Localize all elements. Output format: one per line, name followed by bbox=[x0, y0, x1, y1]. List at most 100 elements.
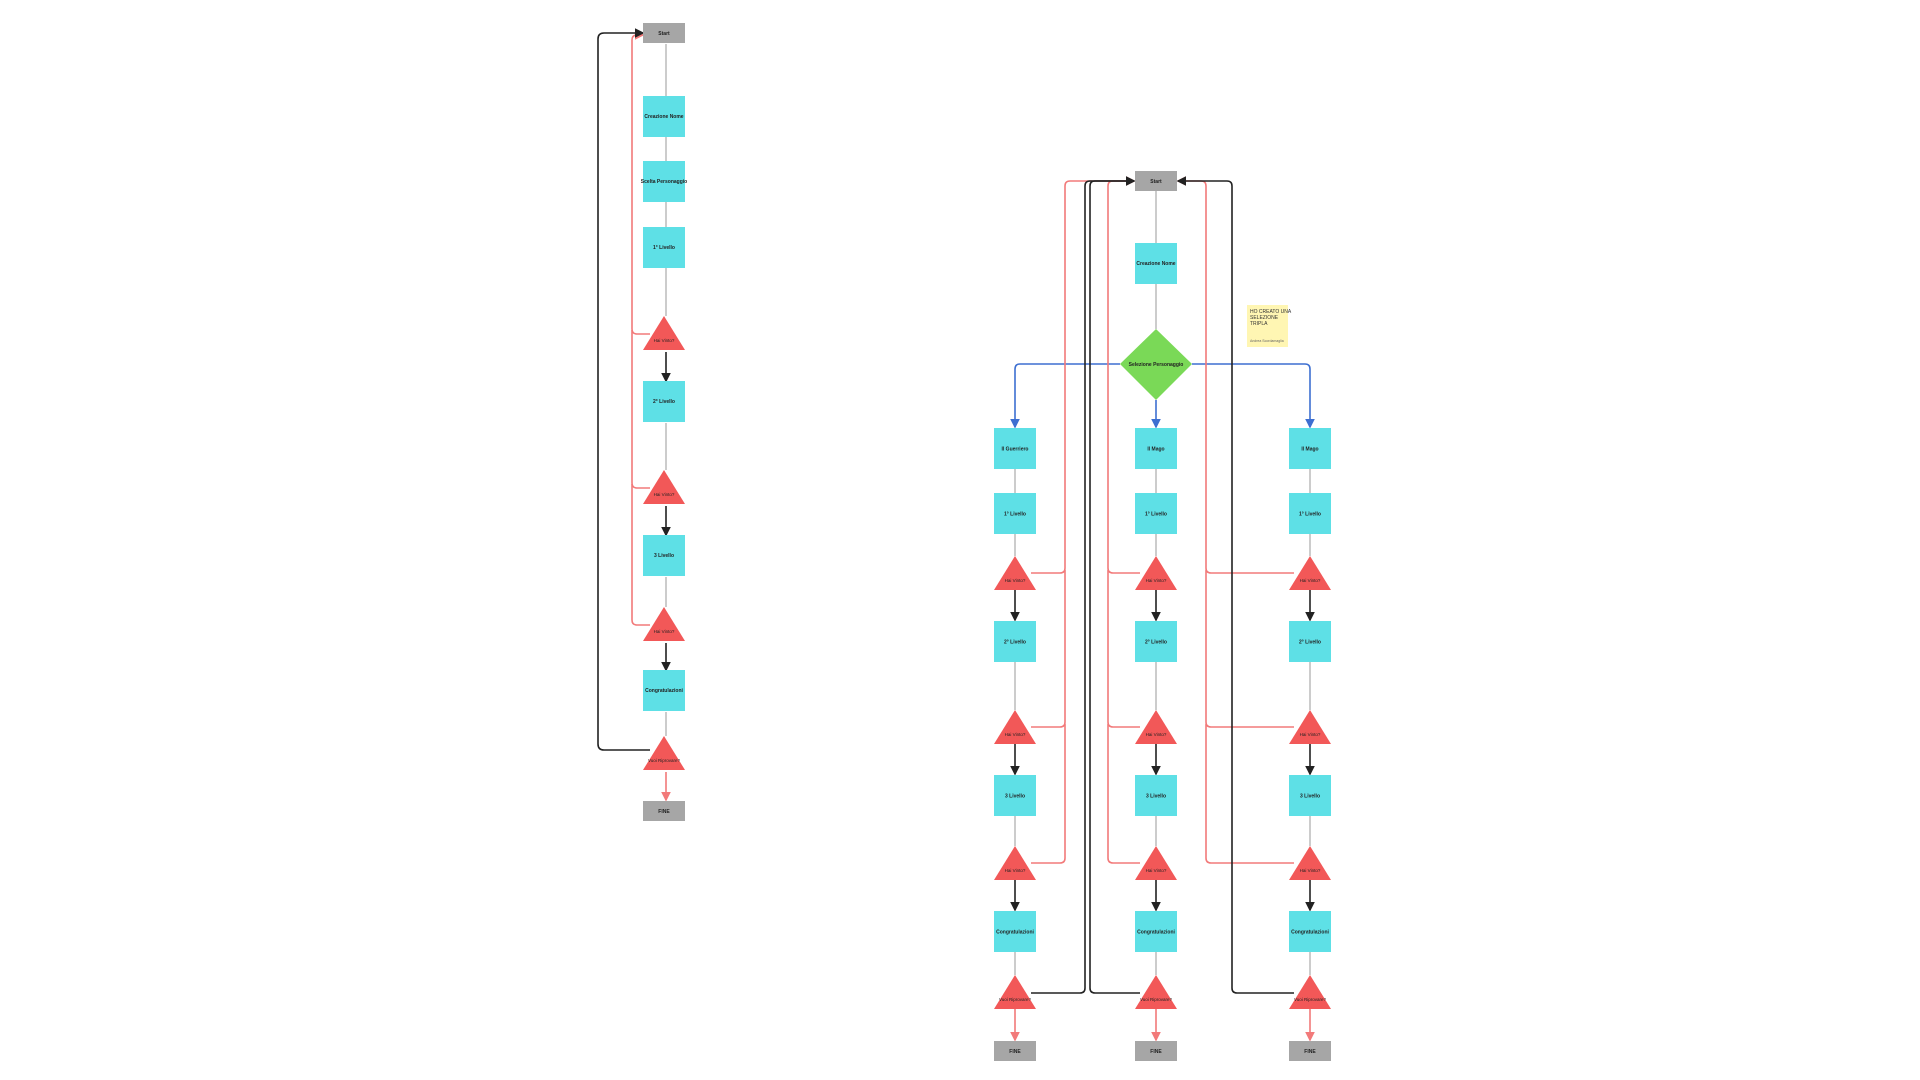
edge bbox=[1010, 363, 1120, 429]
right-flow-edges bbox=[1010, 191, 1315, 429]
decision-node-q3-label: Hai Vinto? bbox=[1005, 868, 1026, 873]
congrats-node-label: Congratulazioni bbox=[1137, 930, 1175, 936]
diamond-label: Selezione Personaggio bbox=[1129, 362, 1184, 368]
process-node-level2[interactable]: 2° Livello bbox=[643, 381, 685, 422]
process-node-level3[interactable]: 3 Livello bbox=[643, 535, 685, 576]
edge bbox=[1089, 176, 1140, 994]
decision-node-q1-label: Hai Vinto? bbox=[1300, 578, 1321, 583]
decision-label: Hai Vinto? bbox=[654, 492, 675, 497]
level2-node[interactable]: 2° Livello bbox=[1289, 621, 1331, 662]
level3-node[interactable]: 3 Livello bbox=[1135, 775, 1177, 816]
process-node-name[interactable]: Creazione Nome bbox=[643, 96, 685, 137]
congrats-node[interactable]: Congratulazioni bbox=[1135, 911, 1177, 952]
edge bbox=[1176, 176, 1294, 574]
level3-node-label: 3 Livello bbox=[1005, 794, 1025, 800]
decision-node-restart-label: Vuoi Riprovare? bbox=[1140, 997, 1173, 1002]
level2-node-label: 2° Livello bbox=[1004, 640, 1026, 646]
decision-node-q3[interactable]: Hai Vinto? bbox=[1289, 846, 1331, 880]
level3-node[interactable]: 3 Livello bbox=[994, 775, 1036, 816]
level2-node-label: 2° Livello bbox=[1145, 640, 1167, 646]
process-node-congrats[interactable]: Congratulazioni bbox=[643, 670, 685, 711]
decision-node-q2-label: Hai Vinto? bbox=[1300, 732, 1321, 737]
level1-node[interactable]: 1° Livello bbox=[994, 493, 1036, 534]
start-node[interactable]: Start bbox=[643, 23, 685, 43]
decision-node-restart[interactable]: Vuoi Riprovare? bbox=[1289, 975, 1331, 1009]
sticky-line-2: SELEZIONE bbox=[1250, 315, 1279, 321]
sticky-note[interactable]: HO CREATO UNA SELEZIONE TRIPLA Andrea Sc… bbox=[1247, 305, 1292, 347]
decision-node-q2[interactable]: Hai Vinto? bbox=[994, 710, 1036, 744]
decision-node-q3-label: Hai Vinto? bbox=[1300, 868, 1321, 873]
edge bbox=[1031, 176, 1136, 574]
congrats-node[interactable]: Congratulazioni bbox=[994, 911, 1036, 952]
process-node-level1[interactable]: 1° Livello bbox=[643, 227, 685, 268]
decision-node-q2[interactable]: Hai Vinto? bbox=[643, 470, 685, 504]
level1-node-label: 1° Livello bbox=[1145, 512, 1167, 518]
decision-node-q3[interactable]: Hai Vinto? bbox=[1135, 846, 1177, 880]
level1-node[interactable]: 1° Livello bbox=[1289, 493, 1331, 534]
level3-node-label: 3 Livello bbox=[1146, 794, 1166, 800]
process-node-name[interactable]: Creazione Nome bbox=[1135, 243, 1177, 284]
edge bbox=[631, 30, 650, 335]
start-node[interactable]: Start bbox=[1135, 171, 1177, 191]
node-label: Creazione Nome bbox=[644, 114, 683, 120]
decision-label: Hai Vinto? bbox=[654, 629, 675, 634]
edge bbox=[1176, 176, 1294, 994]
decision-node-q1[interactable]: Hai Vinto? bbox=[643, 316, 685, 350]
diamond-character-choice[interactable]: Selezione Personaggio bbox=[1120, 329, 1192, 400]
decision-node-restart-label: Vuoi Riprovare? bbox=[999, 997, 1032, 1002]
sticky-line-1: HO CREATO UNA bbox=[1250, 309, 1292, 315]
node-label: 1° Livello bbox=[653, 245, 675, 251]
congrats-node[interactable]: Congratulazioni bbox=[1289, 911, 1331, 952]
character-node[interactable]: Il Mago bbox=[1289, 428, 1331, 469]
level2-node[interactable]: 2° Livello bbox=[1135, 621, 1177, 662]
decision-node-q2-label: Hai Vinto? bbox=[1005, 732, 1026, 737]
edge bbox=[1205, 570, 1294, 728]
decision-label: Vuoi Riprovare? bbox=[648, 758, 681, 763]
node-label: Creazione Nome bbox=[1136, 261, 1175, 267]
character-node-label: Il Mago bbox=[1301, 447, 1318, 453]
edge bbox=[1192, 363, 1315, 429]
edge bbox=[597, 28, 650, 751]
decision-node-q2[interactable]: Hai Vinto? bbox=[1289, 710, 1331, 744]
process-node-character[interactable]: Scelta Personaggio bbox=[641, 161, 687, 202]
congrats-node-label: Congratulazioni bbox=[1291, 930, 1329, 936]
sticky-line-3: TRIPLA bbox=[1250, 321, 1268, 327]
decision-node-q1[interactable]: Hai Vinto? bbox=[1289, 556, 1331, 590]
congrats-node-label: Congratulazioni bbox=[996, 930, 1034, 936]
decision-node-q3[interactable]: Hai Vinto? bbox=[643, 607, 685, 641]
decision-node-q2-label: Hai Vinto? bbox=[1146, 732, 1167, 737]
end-node[interactable]: FINE bbox=[643, 801, 685, 821]
end-node[interactable]: FINE bbox=[994, 1041, 1036, 1061]
edge bbox=[1031, 570, 1066, 728]
decision-node-q1[interactable]: Hai Vinto? bbox=[1135, 556, 1177, 590]
character-node[interactable]: Il Guerriero bbox=[994, 428, 1036, 469]
level1-node-label: 1° Livello bbox=[1299, 512, 1321, 518]
end-label: FINE bbox=[658, 809, 670, 815]
level3-node[interactable]: 3 Livello bbox=[1289, 775, 1331, 816]
decision-node-q1-label: Hai Vinto? bbox=[1146, 578, 1167, 583]
character-node[interactable]: Il Mago bbox=[1135, 428, 1177, 469]
edge bbox=[631, 330, 650, 489]
level1-node[interactable]: 1° Livello bbox=[1135, 493, 1177, 534]
decision-node-q2[interactable]: Hai Vinto? bbox=[1135, 710, 1177, 744]
node-label: Congratulazioni bbox=[645, 688, 683, 694]
decision-node-restart[interactable]: Vuoi Riprovare? bbox=[643, 736, 685, 770]
left-flow-edges bbox=[597, 28, 671, 802]
decision-node-restart[interactable]: Vuoi Riprovare? bbox=[1135, 975, 1177, 1009]
decision-node-q1[interactable]: Hai Vinto? bbox=[994, 556, 1036, 590]
decision-node-q3[interactable]: Hai Vinto? bbox=[994, 846, 1036, 880]
character-node-label: Il Mago bbox=[1147, 447, 1164, 453]
end-node[interactable]: FINE bbox=[1289, 1041, 1331, 1061]
end-node[interactable]: FINE bbox=[1135, 1041, 1177, 1061]
decision-node-q3-label: Hai Vinto? bbox=[1146, 868, 1167, 873]
level2-node[interactable]: 2° Livello bbox=[994, 621, 1036, 662]
right-flow-top-nodes: Start Creazione Nome Selezione Personagg… bbox=[1120, 171, 1192, 400]
level1-node-label: 1° Livello bbox=[1004, 512, 1026, 518]
edge bbox=[1205, 724, 1294, 864]
decision-node-restart[interactable]: Vuoi Riprovare? bbox=[994, 975, 1036, 1009]
decision-label: Hai Vinto? bbox=[654, 338, 675, 343]
